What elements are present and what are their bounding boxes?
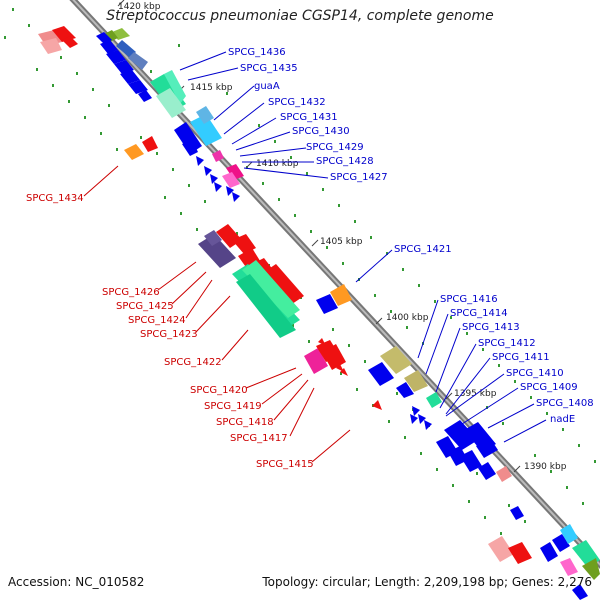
gene-label[interactable]: SPCG_1408: [536, 398, 594, 409]
gene-feature-corner[interactable]: [488, 506, 600, 600]
gene-label[interactable]: SPCG_1427: [330, 172, 388, 183]
gene-feature-upper-teal[interactable]: [150, 70, 186, 118]
ruler-label-1395: 1395 kbp: [454, 389, 497, 399]
gene-feature-orange-center[interactable]: [316, 284, 352, 314]
gene-label[interactable]: SPCG_1432: [268, 97, 326, 108]
tick-dots: [4, 8, 596, 535]
gene-feature-blue-lower[interactable]: [436, 420, 498, 480]
map-title: Streptococcus pneumoniae CGSP14, complet…: [106, 8, 494, 24]
forward-leaders: [179, 51, 547, 443]
gene-label[interactable]: SPCG_1436: [228, 47, 286, 58]
gene-label[interactable]: SPCG_1423: [140, 329, 198, 340]
label-leaders: [83, 51, 547, 463]
gene-label[interactable]: SPCG_1430: [292, 126, 350, 137]
ruler-labels: 1420 kbp 1415 kbp 1410 kbp 1405 kbp 1400…: [118, 2, 567, 472]
genome-summary-text: Topology: circular; Length: 2,209,198 bp…: [262, 575, 592, 589]
gene-feature-teal-small[interactable]: [426, 392, 442, 408]
gene-label[interactable]: SPCG_1421: [394, 244, 452, 255]
ruler-label-1405: 1405 kbp: [320, 237, 363, 247]
gene-label[interactable]: nadE: [550, 414, 575, 425]
gene-label[interactable]: SPCG_1418: [216, 417, 274, 428]
gene-label[interactable]: guaA: [254, 81, 280, 92]
gene-feature-khaki[interactable]: [368, 346, 428, 398]
gene-feature-orange-left[interactable]: [124, 136, 158, 160]
gene-feature-red-tiny[interactable]: [318, 338, 382, 410]
reverse-leaders: [83, 165, 351, 463]
gene-features: [38, 26, 600, 600]
gene-label[interactable]: SPCG_1411: [492, 352, 550, 363]
gene-label[interactable]: SPCG_1435: [240, 63, 298, 74]
gene-label[interactable]: SPCG_1417: [230, 433, 288, 444]
gene-label[interactable]: SPCG_1412: [478, 338, 536, 349]
gene-label[interactable]: SPCG_1424: [128, 315, 186, 326]
forward-gene-labels: SPCG_1436 SPCG_1435 guaA SPCG_1432 SPCG_…: [228, 47, 594, 425]
ruler-label-1400: 1400 kbp: [386, 313, 429, 323]
gene-feature-small-blue[interactable]: [196, 156, 240, 202]
gene-feature-blue-arrows[interactable]: [410, 406, 432, 430]
ruler-label-1410: 1410 kbp: [256, 159, 299, 169]
gene-label[interactable]: SPCG_1415: [256, 459, 314, 470]
gene-label[interactable]: SPCG_1426: [102, 287, 160, 298]
gene-label[interactable]: SPCG_1422: [164, 357, 222, 368]
gene-feature-green-long[interactable]: [232, 260, 300, 338]
accession-text: Accession: NC_010582: [8, 575, 145, 589]
gene-feature-top-left[interactable]: [38, 26, 78, 54]
ruler-label-1415: 1415 kbp: [190, 83, 233, 93]
gene-feature-top-olive[interactable]: [104, 28, 130, 42]
ruler-label-1390: 1390 kbp: [524, 462, 567, 472]
gene-label[interactable]: SPCG_1431: [280, 112, 338, 123]
gene-feature-cyan[interactable]: [174, 106, 222, 156]
gene-label[interactable]: SPCG_1429: [306, 142, 364, 153]
ruler-label-1420: 1420 kbp: [118, 2, 161, 12]
gene-label[interactable]: SPCG_1425: [116, 301, 174, 312]
dot-row-outer-right: [178, 44, 596, 463]
gene-label[interactable]: SPCG_1428: [316, 156, 374, 167]
reverse-gene-labels: SPCG_1434 SPCG_1426 SPCG_1425 SPCG_1424 …: [26, 193, 314, 470]
gene-feature-purple[interactable]: [198, 230, 236, 268]
gene-feature-upper-blue[interactable]: [96, 32, 152, 102]
gene-feature-magenta[interactable]: [212, 150, 244, 188]
ruler-ticks: [117, 0, 521, 473]
gene-feature-magenta-center[interactable]: [304, 340, 346, 374]
gene-label[interactable]: SPCG_1410: [506, 368, 564, 379]
gene-label[interactable]: SPCG_1434: [26, 193, 84, 204]
gene-label[interactable]: SPCG_1416: [440, 294, 498, 305]
gene-label[interactable]: SPCG_1414: [450, 308, 508, 319]
gene-label[interactable]: SPCG_1413: [462, 322, 520, 333]
gene-feature-pink-lower[interactable]: [496, 466, 512, 482]
gene-label[interactable]: SPCG_1420: [190, 385, 248, 396]
gene-label[interactable]: SPCG_1419: [204, 401, 262, 412]
gene-label[interactable]: SPCG_1409: [520, 382, 578, 393]
